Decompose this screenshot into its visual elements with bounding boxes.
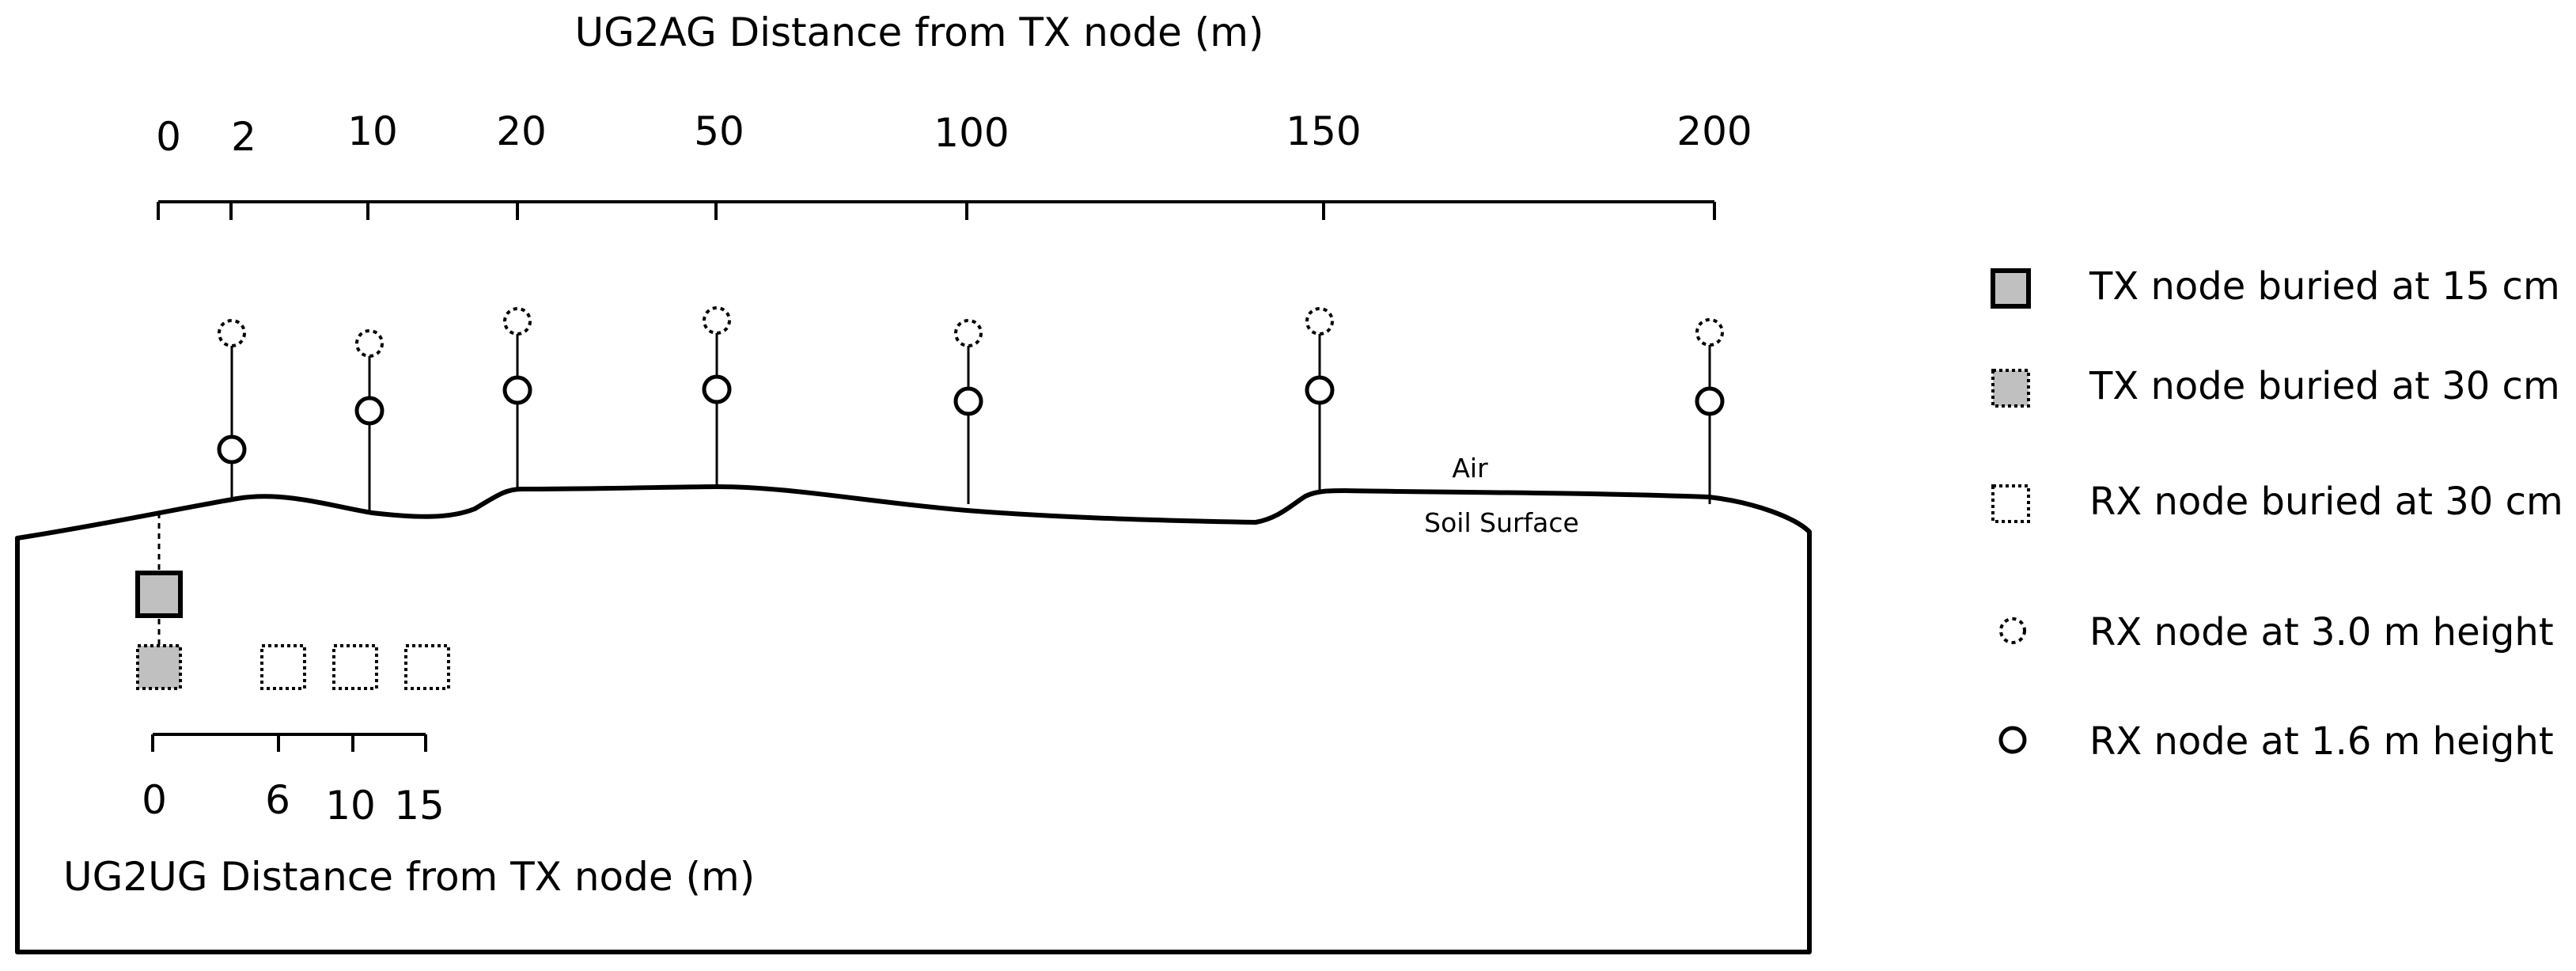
rx-node-1-6m-icon (1305, 375, 1335, 405)
rx-node-1-6m-icon (217, 434, 247, 465)
dotted-circle-icon (1999, 617, 2026, 644)
top-tick-label: 100 (934, 110, 1009, 156)
top-tick-label: 50 (694, 108, 744, 154)
ground-outline (15, 484, 1812, 954)
legend-label: TX node buried at 15 cm (2089, 264, 2560, 309)
bottom-axis-title: UG2UG Distance from TX node (m) (63, 854, 755, 900)
rx-node-buried-6m-icon (260, 644, 306, 690)
dotted-gray-square-icon (1991, 369, 2030, 408)
buried-nodes (135, 513, 450, 690)
rx-node-3m-icon (1305, 307, 1334, 336)
top-tick-label: 20 (496, 108, 547, 154)
rx-pole-50m (702, 306, 732, 488)
rx-node-1-6m-icon (953, 386, 983, 416)
legend-item: TX node buried at 15 cm (1991, 264, 2560, 309)
legend: TX node buried at 15 cm TX node buried a… (1991, 264, 2563, 764)
air-label: Air (1452, 453, 1488, 484)
bottom-tick-label: 15 (394, 783, 445, 829)
top-tick-label: 0 (156, 114, 181, 160)
rx-node-3m-icon (355, 329, 384, 358)
rx-node-buried-10m-icon (332, 644, 378, 690)
tx-node-15cm-icon (135, 571, 183, 618)
tx-node-30cm-icon (136, 644, 182, 690)
legend-item: RX node at 3.0 m height (1999, 610, 2554, 654)
top-tick-label: 2 (231, 114, 256, 160)
top-tick-label: 150 (1286, 108, 1361, 154)
bottom-tick-label: 6 (265, 777, 290, 823)
legend-item: TX node buried at 30 cm (1991, 364, 2560, 408)
rx-pole-150m (1305, 307, 1335, 491)
solid-gray-square-icon (1991, 268, 2031, 309)
rx-pole-100m (953, 319, 983, 504)
rx-node-1-6m-icon (502, 375, 532, 405)
top-axis-title: UG2AG Distance from TX node (m) (575, 9, 1264, 55)
rx-node-1-6m-icon (354, 396, 385, 426)
bottom-axis-line (151, 733, 427, 752)
bottom-tick-label: 0 (142, 777, 167, 823)
solid-circle-icon (1998, 726, 2027, 754)
top-tick-label: 10 (347, 108, 398, 154)
bottom-axis-ticks: 0 6 10 15 (142, 777, 445, 829)
legend-item: RX node at 1.6 m height (1998, 719, 2554, 764)
legend-item: RX node buried at 30 cm (1991, 480, 2563, 524)
legend-label: TX node buried at 30 cm (2089, 364, 2560, 408)
legend-label: RX node at 3.0 m height (2089, 610, 2554, 654)
top-tick-label: 200 (1676, 108, 1752, 154)
rx-node-3m-icon (703, 306, 731, 335)
legend-label: RX node buried at 30 cm (2089, 480, 2563, 524)
rx-node-buried-15m-icon (404, 644, 450, 690)
rx-node-3m-icon (503, 307, 532, 336)
top-axis-line (157, 200, 1716, 220)
rx-pole-10m (354, 329, 385, 513)
rx-node-3m-icon (218, 319, 246, 347)
top-axis-ticks: 0 2 10 20 50 100 150 200 (156, 108, 1752, 160)
dotted-white-square-icon (1991, 484, 2030, 523)
rx-pole-20m (502, 307, 532, 491)
rx-pole-200m (1695, 318, 1725, 504)
rx-node-1-6m-icon (1695, 386, 1725, 416)
rx-pole-2m (217, 319, 247, 500)
rx-node-1-6m-icon (702, 374, 732, 404)
rx-node-3m-icon (954, 319, 983, 347)
legend-label: RX node at 1.6 m height (2089, 719, 2554, 764)
soil-surface-label: Soil Surface (1424, 507, 1579, 538)
rx-node-3m-icon (1695, 318, 1724, 347)
rx-aboveground-nodes (217, 306, 1725, 513)
bottom-tick-label: 10 (325, 783, 376, 829)
